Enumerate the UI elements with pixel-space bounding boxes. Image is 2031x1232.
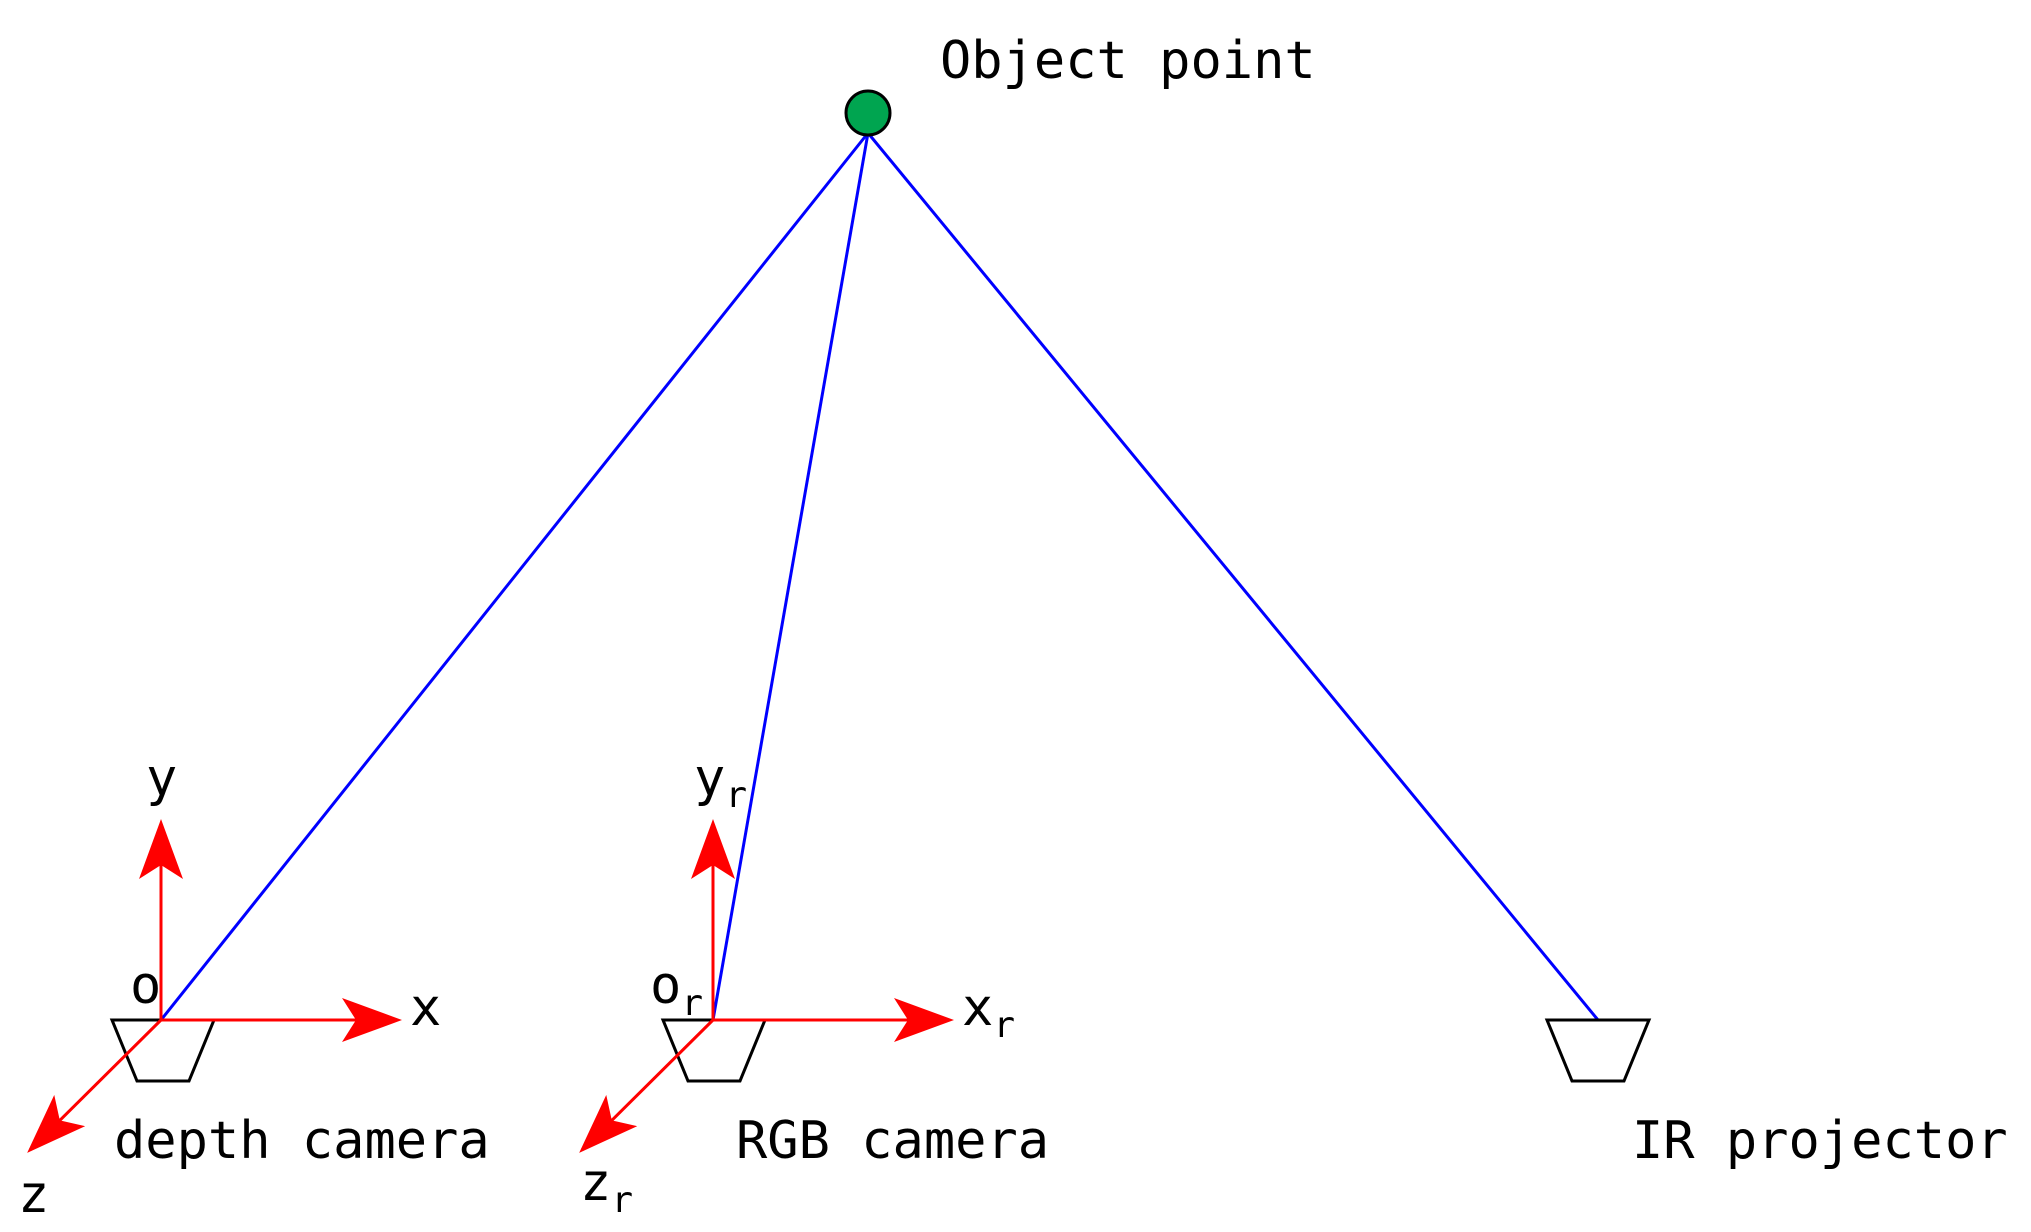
ray-to-depth-camera xyxy=(159,132,870,1021)
object-point-marker xyxy=(844,89,892,137)
depth-camera-label: depth camera xyxy=(114,1111,490,1171)
rgb-camera-label: RGB camera xyxy=(736,1111,1049,1171)
depth-y-label: y xyxy=(146,748,177,808)
object-point-label: Object point xyxy=(940,31,1316,91)
rgb-x-label: xr xyxy=(962,978,1015,1046)
rgb-z-axis-arrow xyxy=(579,1018,715,1153)
depth-z-label: z xyxy=(18,1165,49,1225)
depth-camera-icon xyxy=(109,1018,217,1083)
rgb-z-label: zr xyxy=(580,1153,633,1221)
depth-x-label: x xyxy=(410,978,441,1038)
rgb-y-label: yr xyxy=(694,748,747,816)
depth-z-axis-arrow xyxy=(27,1018,163,1153)
rgb-origin-label: or xyxy=(650,956,703,1024)
ray-to-rgb-camera xyxy=(711,132,870,1021)
ir-projector-label: IR projector xyxy=(1632,1111,2008,1171)
ir-projector-icon xyxy=(1544,1018,1652,1083)
depth-origin-label: o xyxy=(130,956,161,1016)
ray-to-ir-projector xyxy=(866,132,1600,1021)
rgb-camera-icon xyxy=(660,1018,768,1083)
